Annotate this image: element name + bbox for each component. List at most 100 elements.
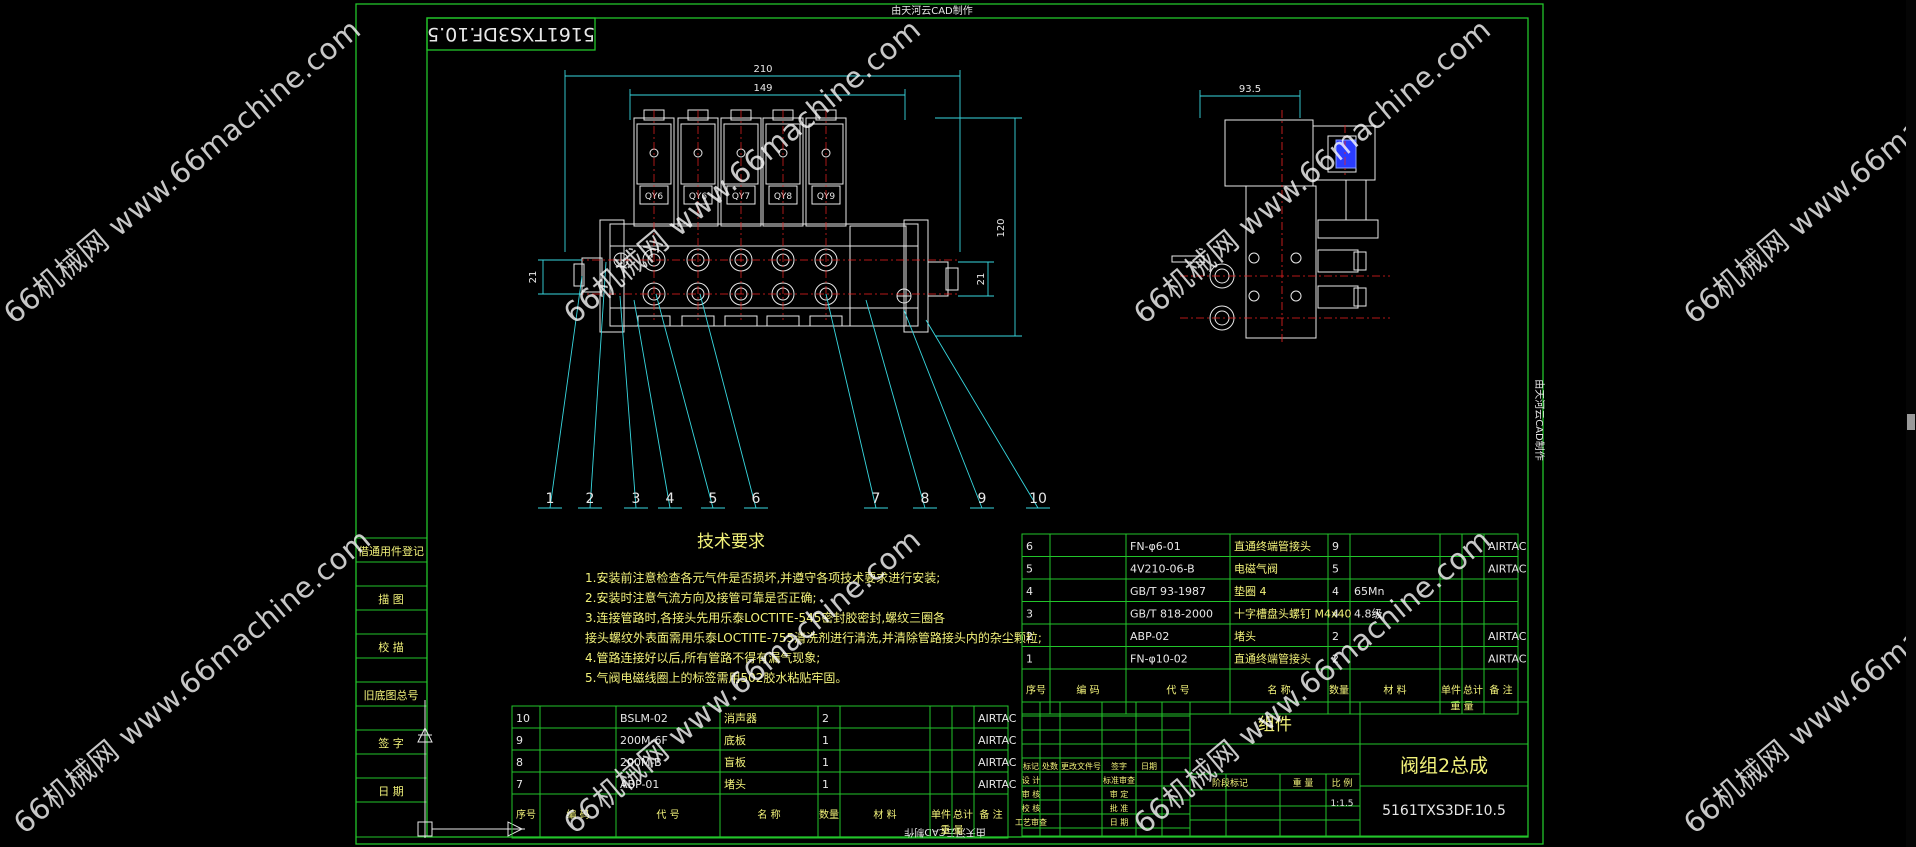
bom-cell: 10 (516, 712, 530, 725)
bom-cell: AIRTAC (1488, 630, 1527, 643)
tech-line: 接头螺纹外表面需用乐泰LOCTITE-755清洗剂进行清洗,并清除管路接头内的杂… (585, 630, 1042, 645)
bom-header: 序号 (516, 808, 536, 821)
bom-header: 编 码 (566, 808, 589, 821)
bottom-left-symbols (417, 700, 525, 838)
solenoid-valve: QY8 (762, 109, 804, 327)
bom-cell: AIRTAC (1488, 653, 1527, 666)
bom-cell: ABP-01 (620, 778, 659, 791)
tb-role-label: 审 核 (1022, 789, 1041, 799)
vertical-scrollbar[interactable] (1906, 0, 1916, 847)
bom-cell: AIRTAC (978, 778, 1017, 791)
title-scale: 1:1.5 (1330, 799, 1353, 809)
bom-header: 备 注 (979, 808, 1002, 821)
bom-header-sub: 重 量 (940, 824, 963, 837)
bom-cell: 1 (1026, 653, 1033, 666)
side-view (1171, 119, 1379, 339)
tb-role-label: 批 准 (1110, 803, 1129, 813)
tb-role-label: 审 定 (1110, 789, 1129, 799)
bom-cell: 直通终端管接头 (1234, 539, 1311, 553)
tb-row-label: 签字 (1111, 761, 1127, 771)
bom-cell: 1 (822, 778, 829, 791)
bom-cell: 6 (1026, 540, 1033, 553)
corner-code-box: 5161TXS3DF.10.5 (426, 17, 596, 51)
bom-cell: 堵头 (724, 777, 746, 791)
bom-cell: 4 (1332, 585, 1339, 598)
dimension-texts: 210 149 120 93.5 21 21 (528, 64, 1261, 285)
bom-cell: 垫圈 4 (1234, 584, 1267, 598)
bom-cell: BSLM-02 (620, 712, 668, 725)
tb-row-label: 更改文件号 (1061, 761, 1101, 771)
title-stage-label: 阶段标记 (1212, 777, 1248, 789)
bom-cell: 2 (1332, 653, 1339, 666)
balloon-label: 5 (709, 491, 718, 507)
bom-cell: 2 (1026, 630, 1033, 643)
title-scale-label: 比 例 (1332, 777, 1353, 789)
bom-header: 单件 (931, 809, 951, 821)
tech-line: 4.管路连接好以后,所有管路不得有漏气现象; (585, 650, 820, 665)
bom-header: 编 码 (1076, 684, 1099, 697)
stamp-label: 校 描 (378, 640, 404, 654)
bottom-banner: 由天河云CAD制作 (904, 826, 986, 839)
solenoid-valve: QY7 (720, 109, 762, 327)
bom-cell: AIRTAC (978, 712, 1017, 725)
stamp-label: 签 字 (378, 736, 404, 750)
bom-header: 名 称 (1267, 684, 1290, 697)
bom-cell: 7 (516, 778, 523, 791)
title-name: 阀组2总成 (1400, 755, 1488, 777)
bom-header: 代 号 (1166, 685, 1189, 697)
bom-cell: 2 (1332, 630, 1339, 643)
bom-cell: 9 (1332, 540, 1339, 553)
side-center-lines (1180, 110, 1390, 345)
bom-cell: AIRTAC (1488, 563, 1527, 576)
tb-role-label: 设 计 (1022, 775, 1041, 785)
bom-cell: 3 (1026, 608, 1033, 621)
scrollbar-thumb[interactable] (1907, 414, 1915, 430)
bom-cell: 4V210-06-B (1130, 563, 1195, 576)
bom-cell: 1 (822, 734, 829, 747)
front-view (573, 219, 959, 333)
bom-cell: 堵头 (1234, 629, 1256, 643)
bom-cell: AIRTAC (978, 756, 1017, 769)
side-banner: 由天河云CAD制作 (1533, 379, 1546, 461)
bom-cell: 2 (822, 712, 829, 725)
drawing-frame (355, 3, 1544, 845)
tb-row-label: 标记 (1023, 761, 1039, 771)
bom-cell: 4 (1332, 608, 1339, 621)
bom-cell: 8 (516, 756, 523, 769)
bom-cell: 盲板 (724, 755, 746, 769)
dim-210: 210 (753, 64, 772, 75)
tech-line: 3.连接管路时,各接头先用乐泰LOCTITE-545密封胶密封,螺纹三圈各 (585, 610, 945, 625)
bom-cell: 4.8级 (1354, 608, 1383, 621)
bom-cell: FN-φ6-01 (1130, 540, 1181, 553)
bom-cell: ABP-02 (1130, 630, 1169, 643)
bom-header: 材 料 (873, 808, 896, 821)
bom-header: 数量 (1329, 684, 1349, 697)
solenoid-valve: QY9 (805, 109, 847, 327)
tb-role-label: 日 期 (1110, 818, 1129, 827)
balloon-label: 3 (632, 491, 641, 507)
dim-21-left: 21 (528, 271, 539, 284)
bom-cell: GB/T 818-2000 (1130, 608, 1213, 621)
bom-header: 数量 (819, 808, 839, 821)
tech-requirements: 1.安装前注意检查各元气件是否损坏,并遵守各项技术要求进行安装;2.安装时注意气… (585, 570, 1042, 685)
tb-role-label: 校 核 (1022, 803, 1041, 813)
bom-cell: GB/T 93-1987 (1130, 585, 1206, 598)
bom-header: 代 号 (656, 809, 679, 821)
bom-cell: 5 (1026, 563, 1033, 576)
bom-cell: 200M-B (620, 756, 662, 769)
bom-header: 序号 (1026, 684, 1046, 697)
stamp-label: 日 期 (378, 785, 404, 798)
bom-cell: 9 (516, 734, 523, 747)
bom-header: 总计 (953, 808, 973, 821)
bom-cell: 消声器 (724, 711, 757, 725)
